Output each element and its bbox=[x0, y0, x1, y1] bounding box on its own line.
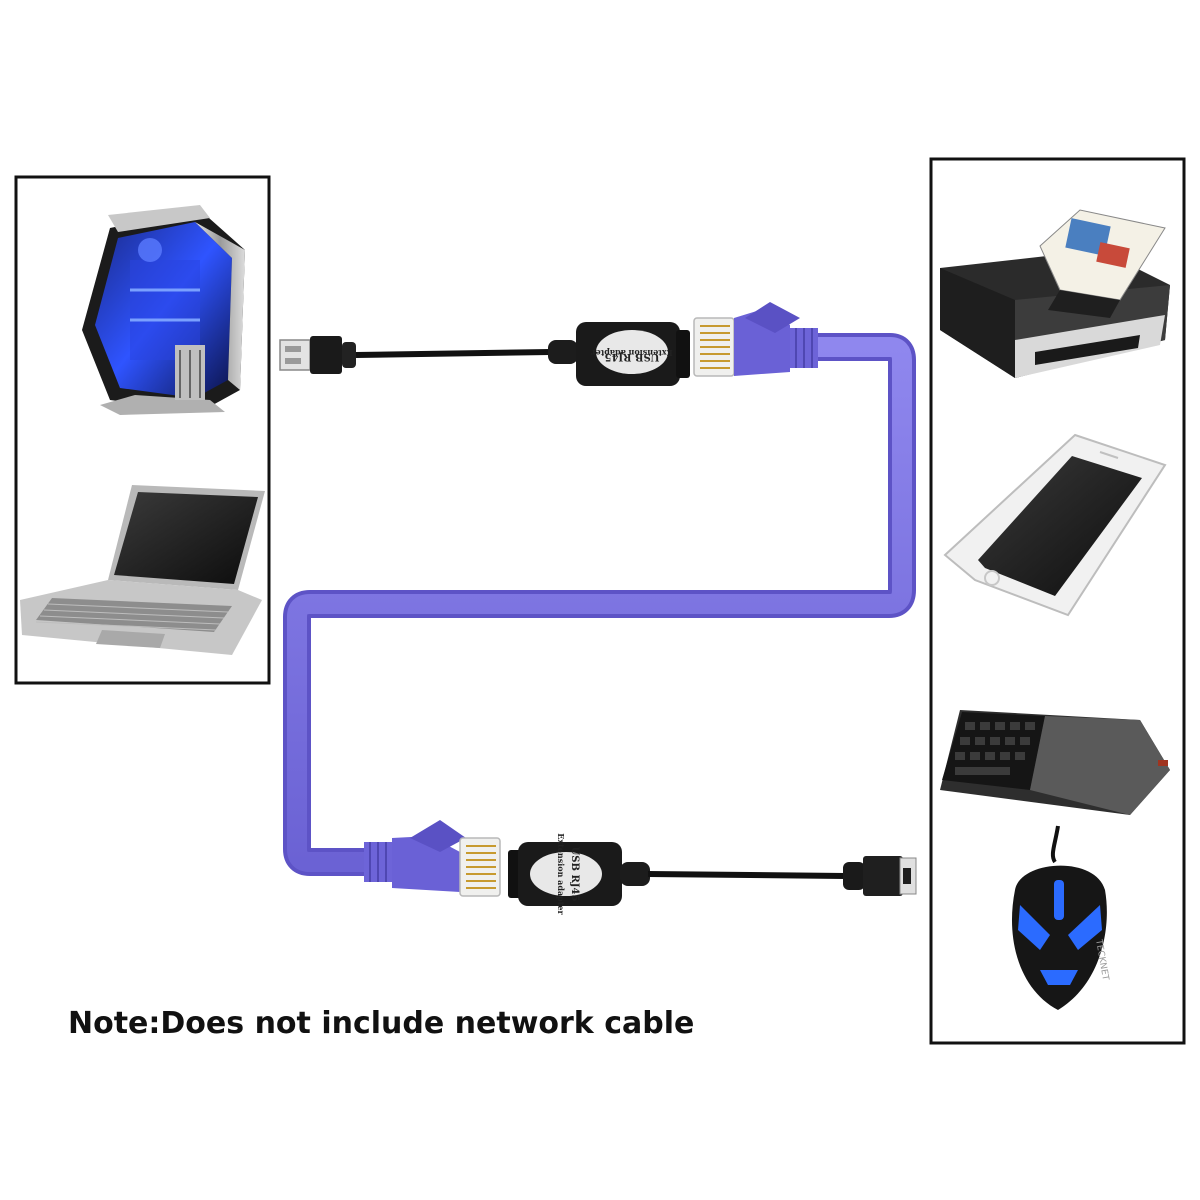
laptop-image bbox=[20, 485, 265, 655]
right-device-frame bbox=[929, 157, 1186, 1045]
adapter-bottom-label-line1: USB RJ45 bbox=[569, 847, 580, 902]
usb-cable-top bbox=[355, 349, 551, 358]
left-device-frame bbox=[14, 175, 271, 685]
keyboard-image bbox=[940, 710, 1170, 815]
mouse-image: TECKNET bbox=[1011, 825, 1110, 1010]
printer-scanner-image bbox=[940, 209, 1170, 378]
adapter-top-label-line2: Extension adapter bbox=[590, 348, 672, 358]
usb-a-male-plug bbox=[279, 336, 356, 374]
extension-adapter-top: USB RJ45 Extension adapter bbox=[576, 322, 690, 386]
extension-adapter-bottom: USB RJ45 Extension adapter bbox=[508, 833, 622, 916]
adapter-top-label-line1: USB RJ45 bbox=[605, 351, 660, 362]
gaming-pc-image bbox=[82, 205, 245, 415]
usb-a-female-socket bbox=[843, 856, 917, 896]
note-text: Note:Does not include network cable bbox=[68, 1006, 695, 1041]
smartphone-image bbox=[943, 433, 1167, 617]
rj45-connector-top bbox=[693, 302, 818, 377]
rj45-connector-bottom bbox=[364, 820, 501, 897]
usb-cable-bottom bbox=[647, 871, 846, 879]
adapter-bottom-label-line2: Extension adapter bbox=[556, 833, 566, 915]
